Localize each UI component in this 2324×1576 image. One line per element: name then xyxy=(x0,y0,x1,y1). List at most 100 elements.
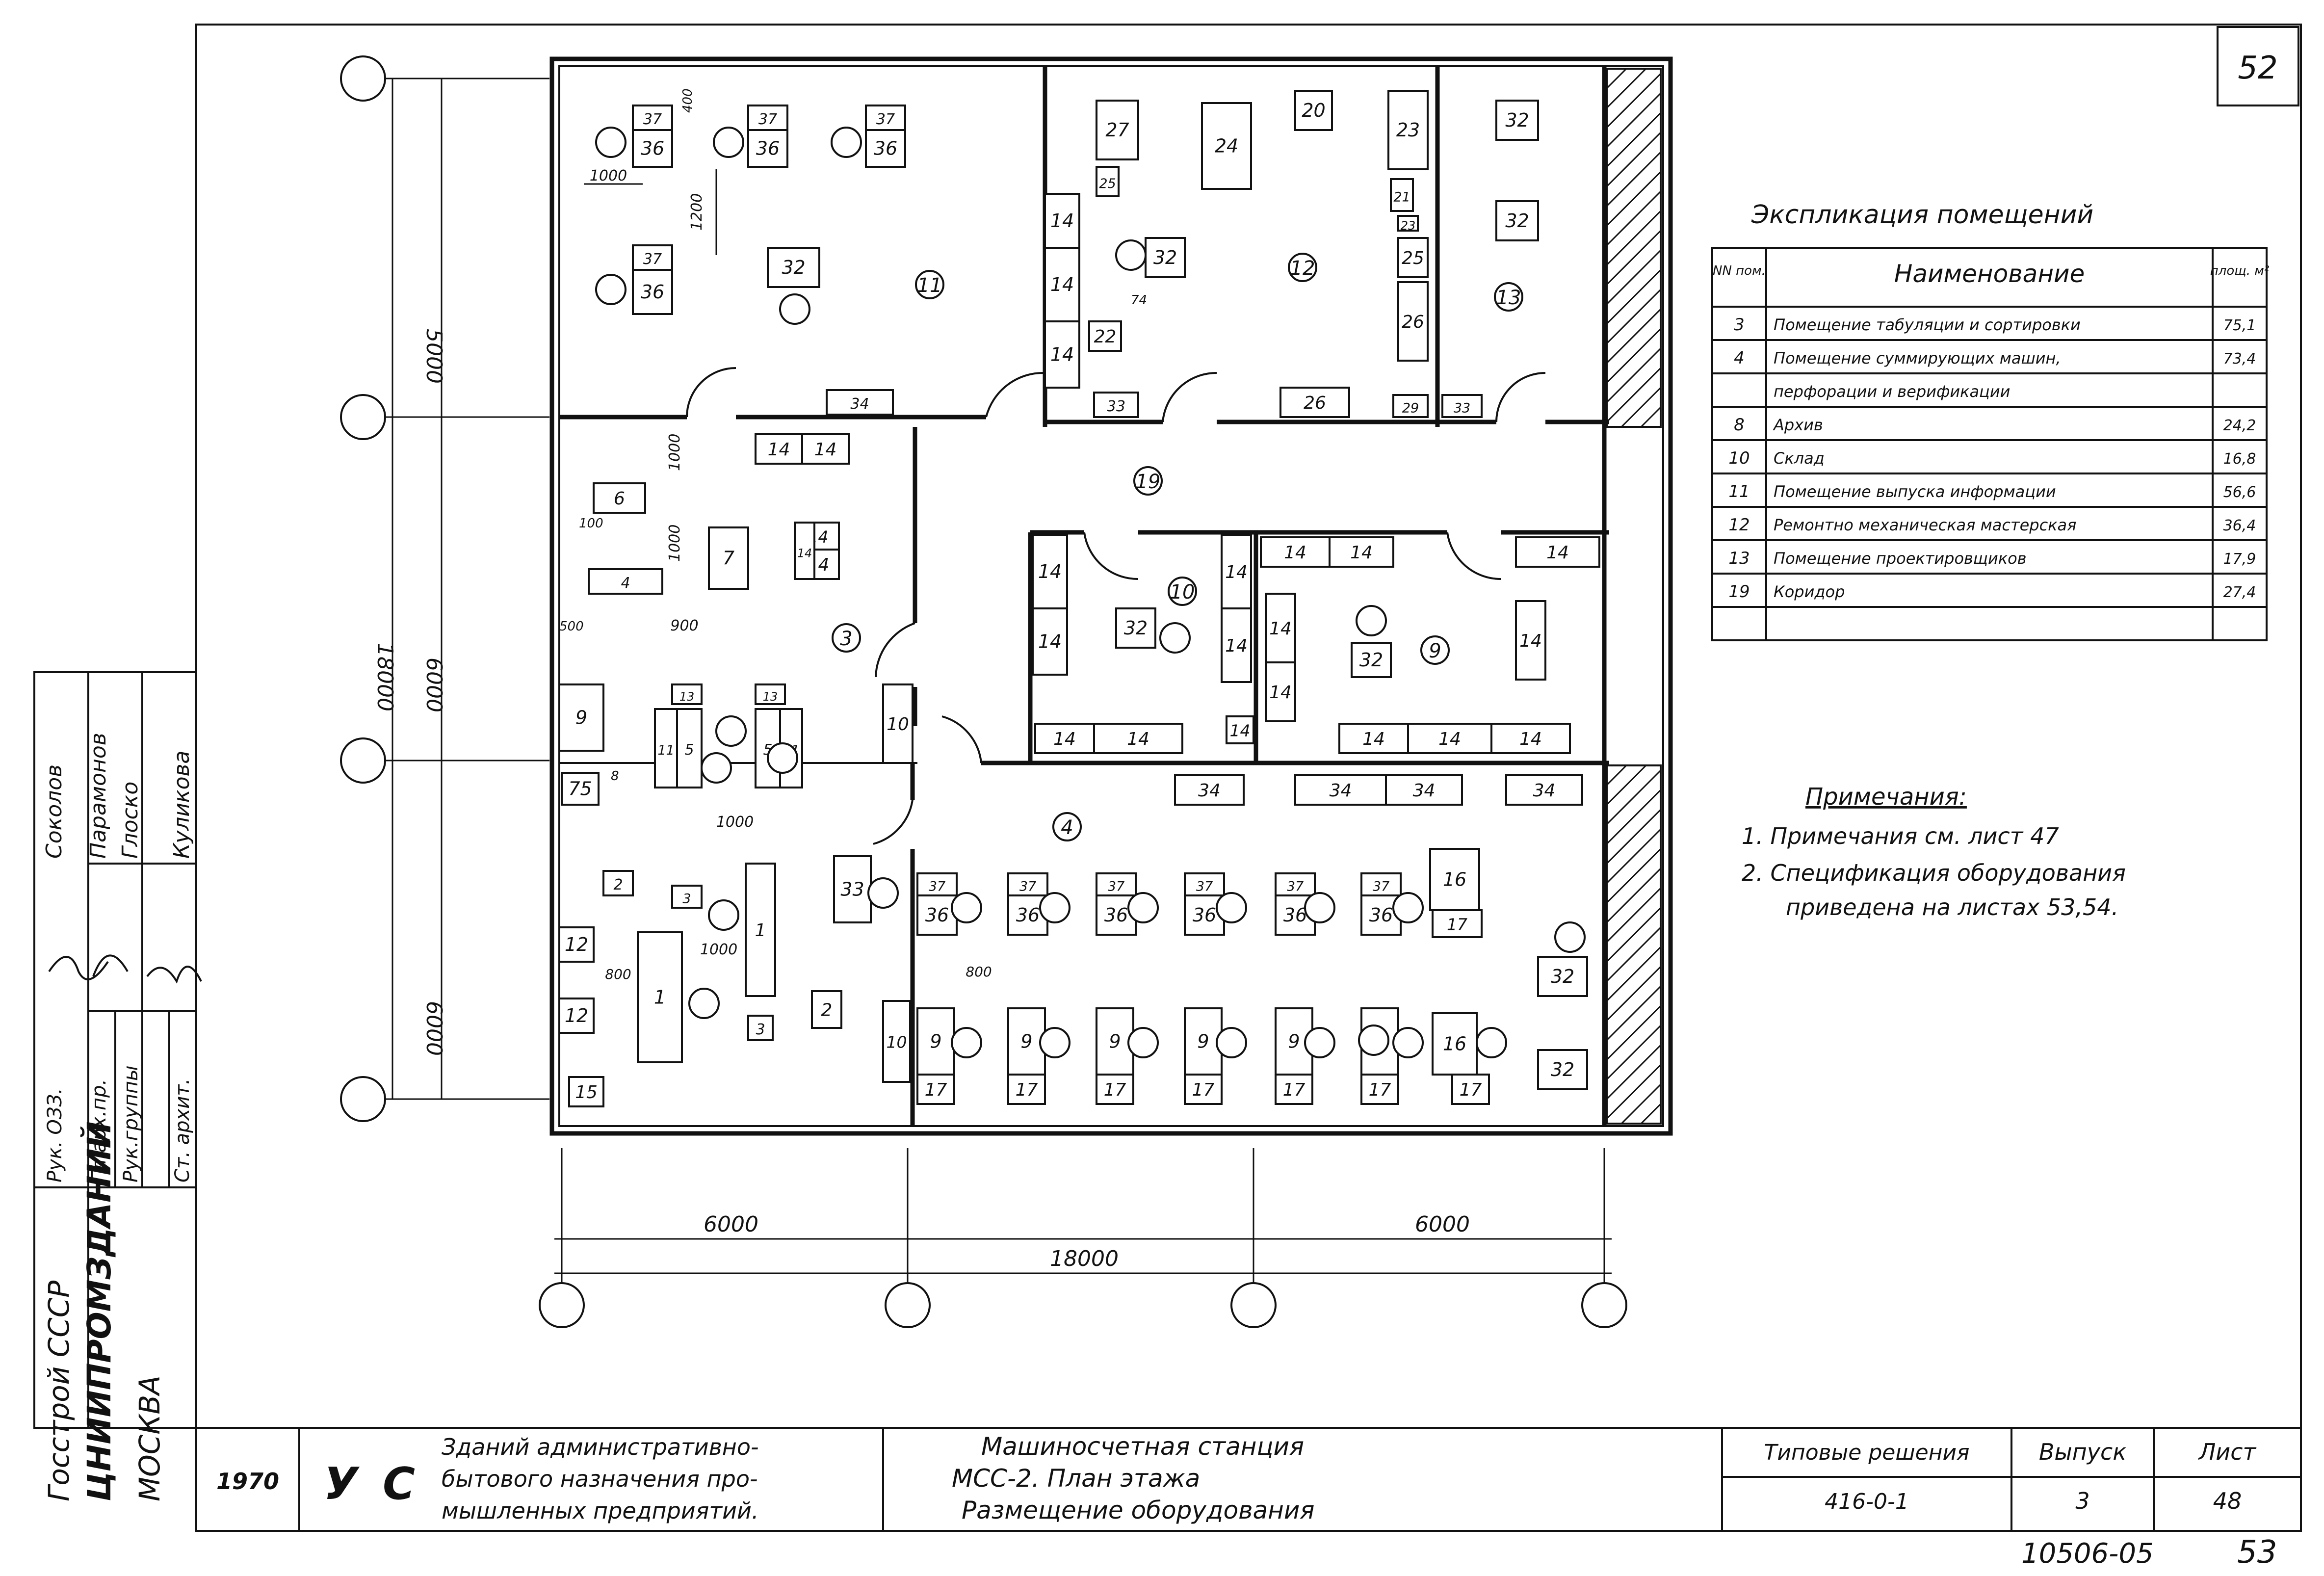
sheet-number: 52 xyxy=(2238,50,2277,86)
equipment-box xyxy=(654,708,678,788)
equipment-box xyxy=(708,526,749,590)
note-1000c: 1000 xyxy=(666,525,683,562)
dim-bottom-6000-left: 6000 xyxy=(704,1212,758,1237)
equipment-label: 37 xyxy=(758,111,777,128)
header-name: Наименование xyxy=(1894,260,2085,288)
equipment-box xyxy=(1387,90,1429,170)
equipment-box xyxy=(1007,872,1048,896)
equipment-box xyxy=(561,772,600,806)
sheet-number-box xyxy=(2217,26,2299,106)
title-block: 1970 У С Зданий административно- бытовог… xyxy=(195,1427,2302,1532)
equipment-label: 14 xyxy=(1519,631,1542,651)
notes-title: Примечания: xyxy=(1805,783,1967,811)
operator-seat xyxy=(1115,239,1147,271)
equipment-label: 14 xyxy=(1350,543,1373,563)
equipment-label: 22 xyxy=(1094,327,1117,347)
role-3: Рук.группы xyxy=(120,1065,142,1182)
equipment-label: 34 xyxy=(1330,781,1352,801)
note-8: 8 xyxy=(611,769,619,784)
operator-seat xyxy=(1554,921,1586,953)
operator-seat xyxy=(779,293,810,325)
explication-name: Помещение табуляции и сортировки xyxy=(1774,315,2081,334)
issue-value: 3 xyxy=(2075,1488,2089,1514)
equipment-box xyxy=(882,683,914,764)
equipment-label: 36 xyxy=(874,138,897,159)
equipment-label: 3 xyxy=(682,892,691,907)
equipment-box xyxy=(676,708,703,788)
equipment-box xyxy=(558,998,595,1034)
equipment-label: 36 xyxy=(641,138,664,159)
equipment-label: 9 xyxy=(1020,1031,1032,1052)
equipment-label: 16 xyxy=(1443,1033,1466,1055)
equipment-label: 9 xyxy=(575,707,587,729)
axis-circle xyxy=(340,737,386,784)
equipment-box xyxy=(1201,102,1252,190)
equipment-box xyxy=(801,433,850,465)
equipment-box xyxy=(1390,178,1414,212)
equipment-box xyxy=(1407,723,1492,754)
explication-area: 27,4 xyxy=(2223,584,2256,601)
equipment-box xyxy=(1360,1074,1399,1105)
door-swings xyxy=(686,367,1546,845)
equipment-box xyxy=(1275,1074,1313,1105)
explication-num: 19 xyxy=(1728,582,1750,602)
equipment-box xyxy=(747,1015,774,1041)
note-400: 400 xyxy=(680,88,695,113)
explication-num: 13 xyxy=(1728,549,1750,568)
equipment-label: 32 xyxy=(1505,210,1529,232)
letter-c: С xyxy=(383,1458,415,1510)
note-1200: 1200 xyxy=(688,193,705,231)
equipment-label: 14 xyxy=(1362,729,1385,749)
equipment-label: 26 xyxy=(1402,312,1424,332)
equipment-box xyxy=(1338,723,1409,754)
equipment-box xyxy=(833,855,872,923)
note-1000a: 1000 xyxy=(590,167,627,184)
note-800b: 800 xyxy=(966,964,992,980)
note-1000b: 1000 xyxy=(666,434,683,471)
equipment-box xyxy=(1329,536,1394,568)
note-800a: 800 xyxy=(605,966,631,982)
operator-seat xyxy=(1476,1027,1507,1058)
equipment-label: 37 xyxy=(643,111,662,128)
explication-name: Помещение выпуска информации xyxy=(1774,482,2056,501)
equipment-label: 29 xyxy=(1402,401,1419,416)
equipment-label: 16 xyxy=(1443,869,1466,891)
equipment-label: 14 xyxy=(1546,543,1569,563)
operator-seat xyxy=(595,127,627,158)
equipment-box xyxy=(1505,774,1583,806)
equipment-box xyxy=(602,870,634,896)
equipment-box xyxy=(865,105,906,131)
equipment-box xyxy=(1115,607,1156,649)
name-3: Глоско xyxy=(118,782,143,859)
explication-num: 8 xyxy=(1734,415,1745,435)
equipment-label: 37 xyxy=(876,111,895,128)
note-900: 900 xyxy=(670,617,698,634)
axis-circle xyxy=(340,394,386,440)
building-line-3: мышленных предприятий. xyxy=(442,1497,759,1524)
equipment-label: 17 xyxy=(1283,1080,1306,1100)
equipment-box xyxy=(811,990,842,1029)
operator-seat xyxy=(1392,892,1424,923)
equipment-label: 36 xyxy=(756,138,780,159)
operator-seat xyxy=(1039,892,1071,923)
explication-name: Архив xyxy=(1773,416,1823,434)
equipment-label: 25 xyxy=(1099,176,1116,191)
equipment-label: 1 xyxy=(654,987,666,1008)
dim-18000-left: 18000 xyxy=(372,643,397,711)
equipment-label: 37 xyxy=(1196,879,1213,894)
equipment-label: 17 xyxy=(1104,1080,1126,1100)
building-line-1: Зданий административно- xyxy=(442,1434,759,1460)
equipment-label: 20 xyxy=(1302,100,1325,121)
equipment-box xyxy=(1495,200,1539,241)
bottom-page: 53 xyxy=(2237,1534,2277,1571)
explication-area: 75,1 xyxy=(2223,317,2256,334)
axis-circle xyxy=(1230,1282,1277,1328)
header-area: площ. м² xyxy=(2210,263,2270,278)
note-1: 1. Примечания см. лист 47 xyxy=(1742,823,2059,849)
operator-seat xyxy=(951,1027,982,1058)
equipment-label: 14 xyxy=(1225,636,1248,656)
explication-name: Помещение суммирующих машин, xyxy=(1774,349,2061,368)
equipment-label: 17 xyxy=(1460,1080,1482,1100)
equipment-box xyxy=(1032,534,1068,609)
